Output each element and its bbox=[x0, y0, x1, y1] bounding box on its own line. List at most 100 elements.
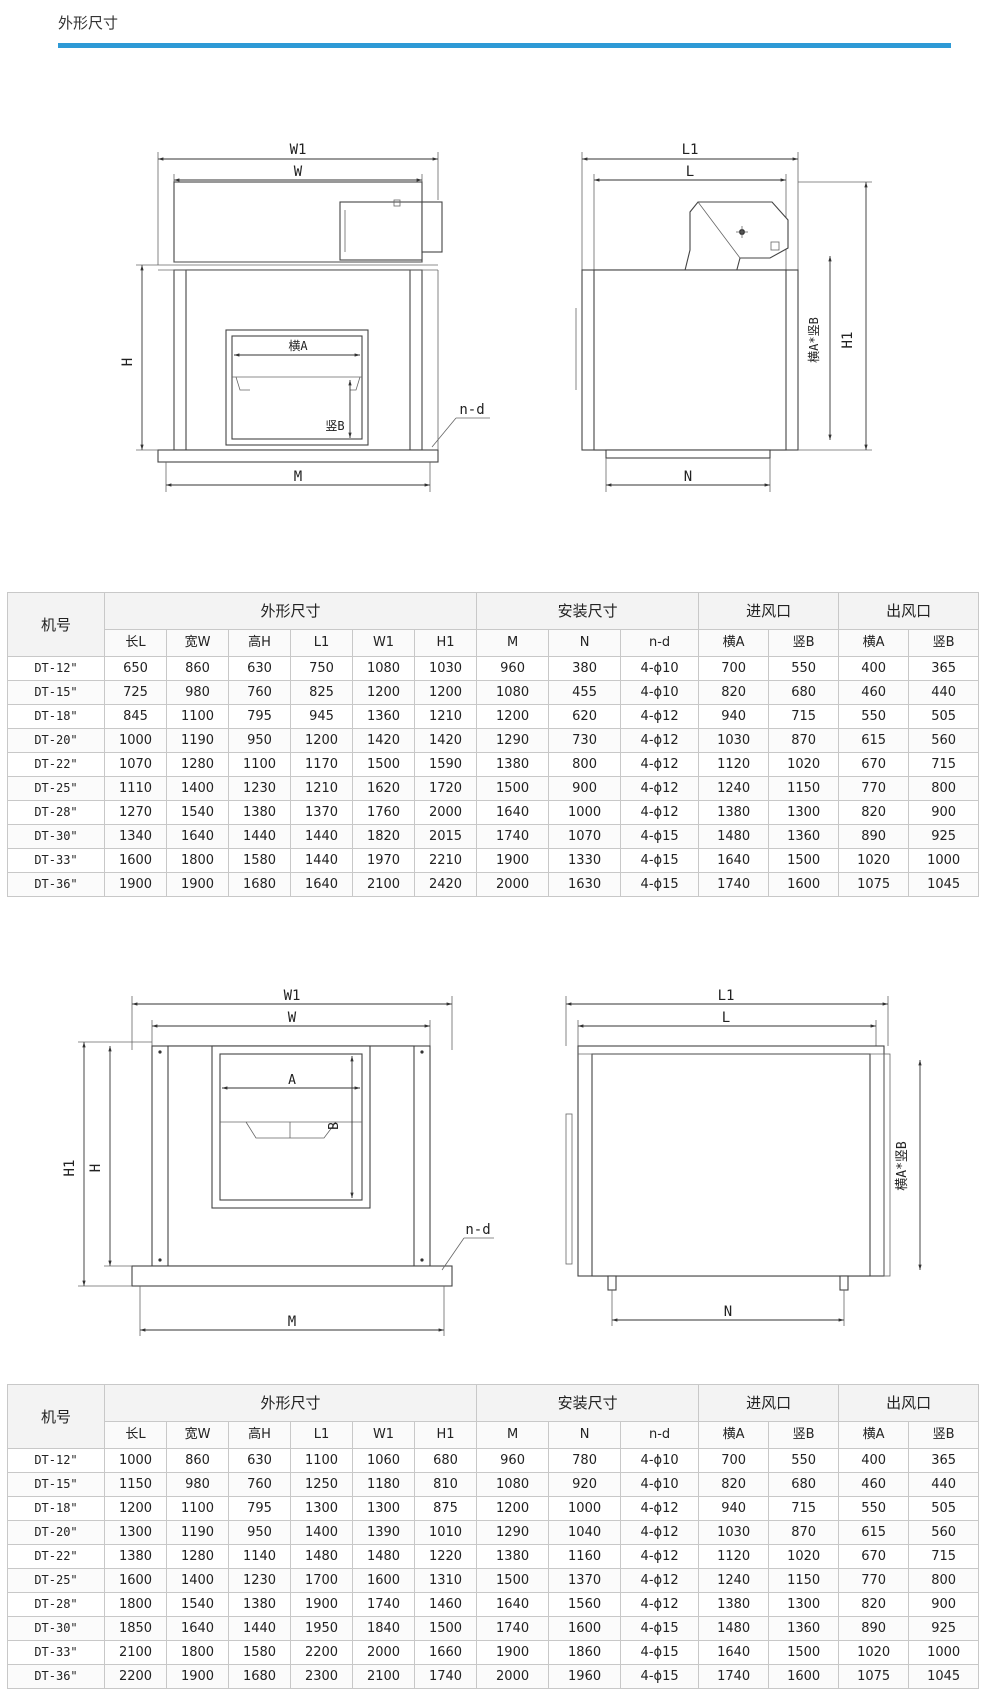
table-cell: 440 bbox=[908, 680, 980, 705]
table-cell: 1640 bbox=[290, 872, 353, 897]
table-cell: 1500 bbox=[476, 1568, 550, 1593]
dim-label-l1: L1 bbox=[682, 142, 699, 158]
table-cell: 670 bbox=[838, 1544, 910, 1569]
table-cell: 1360 bbox=[768, 1616, 840, 1641]
dim-label-w1: W1 bbox=[284, 988, 301, 1004]
dim-label-w: W bbox=[294, 164, 303, 180]
table-cell: 505 bbox=[908, 1496, 980, 1521]
table-cell: 1380 bbox=[228, 1592, 291, 1617]
table-cell: 460 bbox=[838, 680, 910, 705]
table-cell: 630 bbox=[228, 1448, 291, 1473]
table-cell: 1380 bbox=[476, 752, 550, 777]
table-cell: 4-ϕ10 bbox=[620, 1472, 700, 1497]
table-cell: 4-ϕ15 bbox=[620, 1664, 700, 1689]
table-cell: 940 bbox=[698, 704, 770, 729]
table-cell: 1030 bbox=[698, 1520, 770, 1545]
table-cell: 1210 bbox=[413, 704, 478, 729]
dim-label-nd: n-d bbox=[465, 1222, 490, 1238]
table-cell: 2210 bbox=[413, 848, 478, 873]
table-cell: 980 bbox=[166, 1472, 229, 1497]
table-cell: 1640 bbox=[476, 800, 550, 825]
header-group-outlet: 出风口 bbox=[838, 592, 980, 630]
dim-label-n: N bbox=[724, 1304, 732, 1320]
table-cell: 1310 bbox=[413, 1568, 478, 1593]
header-col: n-d bbox=[620, 629, 700, 657]
table-cell: 870 bbox=[768, 1520, 840, 1545]
table-cell: 1200 bbox=[476, 1496, 550, 1521]
table-cell: 1900 bbox=[104, 872, 167, 897]
dim-label-h1: H1 bbox=[62, 1160, 78, 1177]
table-cell: 1300 bbox=[352, 1496, 415, 1521]
model-cell: DT-20" bbox=[7, 1520, 105, 1545]
table-cell: 1330 bbox=[548, 848, 622, 873]
table-cell: 680 bbox=[768, 1472, 840, 1497]
table-cell: 680 bbox=[768, 680, 840, 705]
table-cell: 715 bbox=[768, 1496, 840, 1521]
table-cell: 800 bbox=[908, 776, 980, 801]
table-cell: 1370 bbox=[548, 1568, 622, 1593]
dim-label-a: A bbox=[288, 1073, 296, 1088]
header-group-outlet: 出风口 bbox=[838, 1384, 980, 1422]
header-model: 机号 bbox=[7, 592, 105, 657]
table-cell: 825 bbox=[290, 680, 353, 705]
table-cell: 900 bbox=[908, 800, 980, 825]
model-cell: DT-22" bbox=[7, 1544, 105, 1569]
header-col: 长L bbox=[104, 1421, 167, 1449]
table-cell: 460 bbox=[838, 1472, 910, 1497]
table-cell: 1640 bbox=[476, 1592, 550, 1617]
table-cell: 1140 bbox=[228, 1544, 291, 1569]
dim-label-w1: W1 bbox=[290, 142, 307, 158]
table-cell: 900 bbox=[908, 1592, 980, 1617]
table-cell: 795 bbox=[228, 704, 291, 729]
table-cell: 1380 bbox=[228, 800, 291, 825]
dim-label-h: H bbox=[88, 1164, 104, 1172]
table-cell: 2200 bbox=[104, 1664, 167, 1689]
model-cell: DT-36" bbox=[7, 872, 105, 897]
table-cell: 4-ϕ12 bbox=[620, 704, 700, 729]
table-cell: 1600 bbox=[768, 1664, 840, 1689]
table-cell: 1290 bbox=[476, 728, 550, 753]
header-group-inlet: 进风口 bbox=[698, 592, 840, 630]
table-cell: 1850 bbox=[104, 1616, 167, 1641]
model-cell: DT-25" bbox=[7, 776, 105, 801]
table-cell: 1240 bbox=[698, 776, 770, 801]
table-cell: 1950 bbox=[290, 1616, 353, 1641]
table-cell: 1440 bbox=[290, 848, 353, 873]
table-cell: 980 bbox=[166, 680, 229, 705]
table-cell: 1030 bbox=[698, 728, 770, 753]
header-col: 横A bbox=[698, 629, 770, 657]
table-cell: 725 bbox=[104, 680, 167, 705]
table-cell: 1020 bbox=[768, 752, 840, 777]
table-cell: 2420 bbox=[413, 872, 478, 897]
table-cell: 960 bbox=[476, 656, 550, 681]
table-cell: 680 bbox=[413, 1448, 478, 1473]
table-cell: 4-ϕ15 bbox=[620, 848, 700, 873]
table-cell: 1100 bbox=[228, 752, 291, 777]
table-cell: 1600 bbox=[548, 1616, 622, 1641]
table-cell: 550 bbox=[838, 1496, 910, 1521]
table-cell: 4-ϕ12 bbox=[620, 800, 700, 825]
table-cell: 1250 bbox=[290, 1472, 353, 1497]
table-cell: 1640 bbox=[698, 848, 770, 873]
table-cell: 1100 bbox=[166, 1496, 229, 1521]
model-cell: DT-22" bbox=[7, 752, 105, 777]
table-cell: 1030 bbox=[413, 656, 478, 681]
table-cell: 1380 bbox=[104, 1544, 167, 1569]
side-view-2: L1 L 横A*竖B N bbox=[565, 988, 922, 1326]
table-cell: 890 bbox=[838, 824, 910, 849]
table-cell: 440 bbox=[908, 1472, 980, 1497]
header-divider bbox=[58, 43, 951, 48]
table-cell: 1360 bbox=[352, 704, 415, 729]
spec-table-2: 机号 外形尺寸 安装尺寸 进风口 出风口 长L 宽W 高H L1 W1 H1 M… bbox=[7, 1384, 980, 1689]
table-cell: 1020 bbox=[838, 1640, 910, 1665]
table-cell: 1150 bbox=[104, 1472, 167, 1497]
table-cell: 615 bbox=[838, 1520, 910, 1545]
header-col: 竖B bbox=[908, 629, 980, 657]
table-cell: 1740 bbox=[476, 1616, 550, 1641]
header-col: 竖B bbox=[908, 1421, 980, 1449]
model-cell: DT-20" bbox=[7, 728, 105, 753]
